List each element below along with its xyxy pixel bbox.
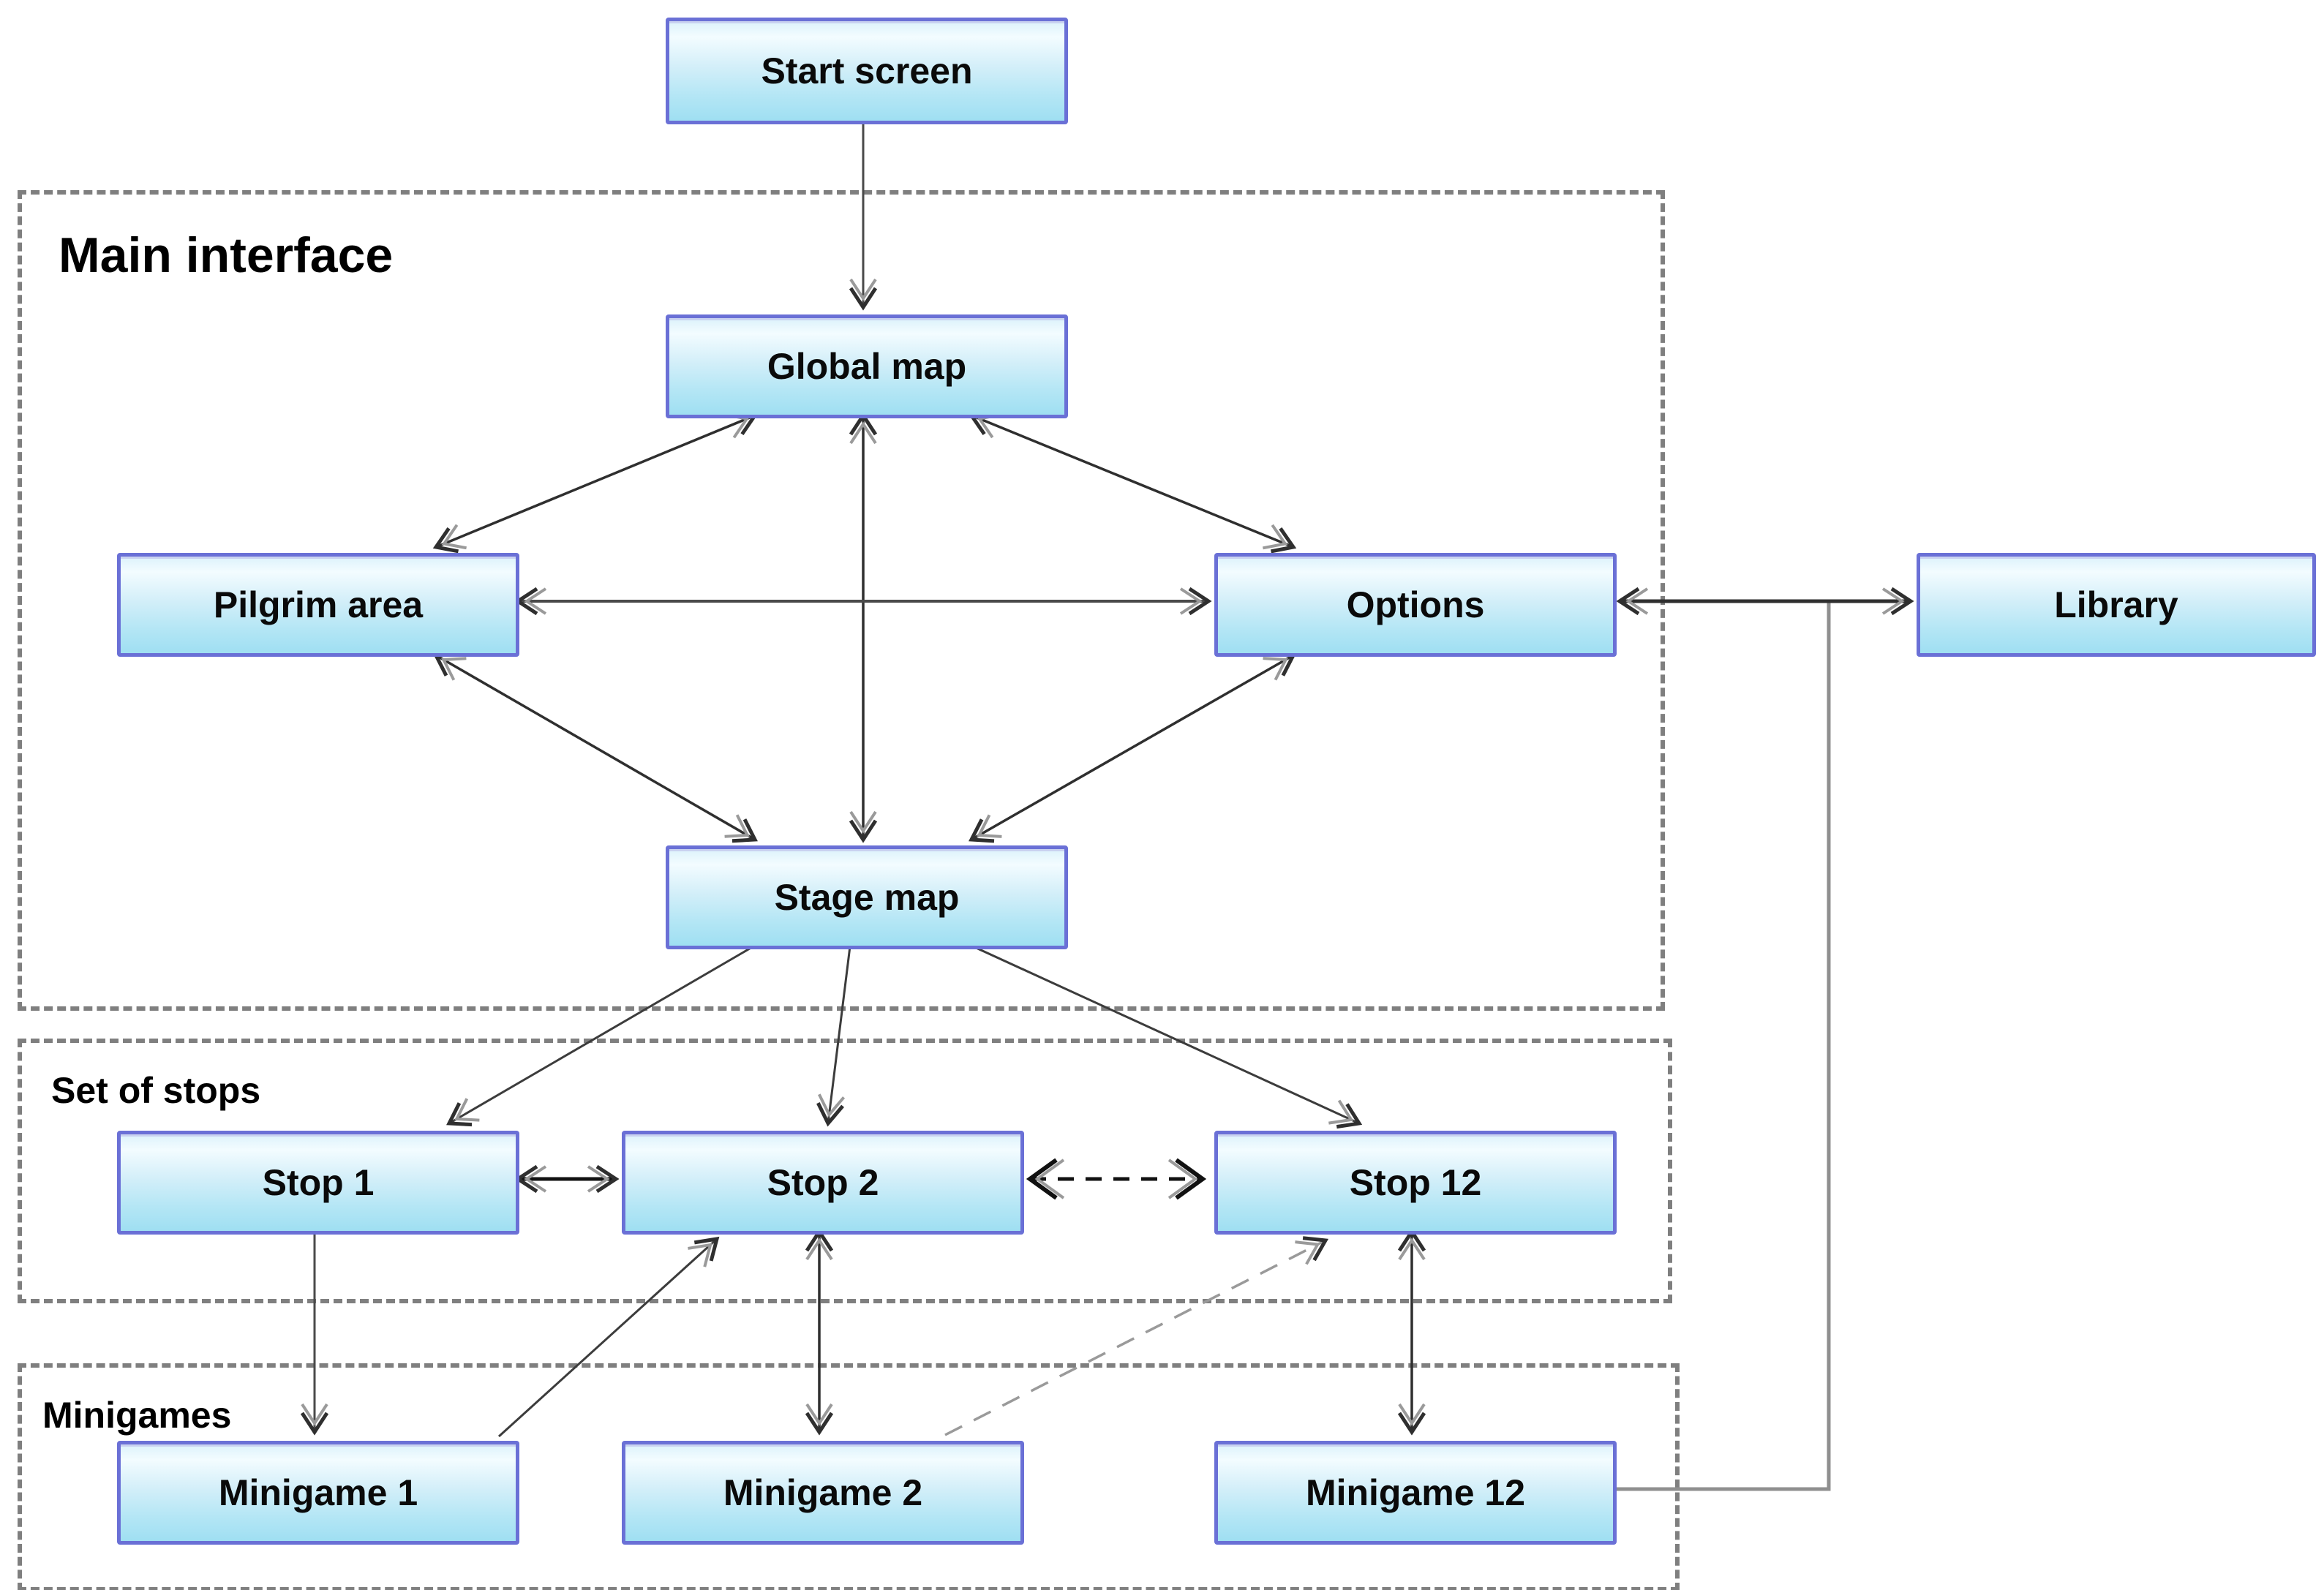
node-stage-map-label: Stage map bbox=[774, 877, 960, 918]
node-pilgrim-area: Pilgrim area bbox=[117, 553, 519, 657]
node-stop-2: Stop 2 bbox=[622, 1131, 1024, 1235]
node-global-map: Global map bbox=[666, 314, 1068, 418]
node-minigame-1: Minigame 1 bbox=[117, 1441, 519, 1545]
container-set-of-stops: Set of stops bbox=[18, 1039, 1672, 1303]
node-library-label: Library bbox=[2054, 584, 2178, 625]
edge-stage-map-to-stop-2 bbox=[816, 946, 851, 1127]
container-minigames: Minigames bbox=[18, 1363, 1680, 1590]
edge-stage-map-to-stop-12 bbox=[972, 945, 1363, 1129]
node-pilgrim-area-label: Pilgrim area bbox=[213, 584, 424, 625]
node-start-screen-label: Start screen bbox=[761, 50, 973, 91]
node-stage-map: Stage map bbox=[666, 845, 1068, 949]
container-minigames-label: Minigames bbox=[42, 1395, 232, 1436]
edge-minigame-1-to-stop-2 bbox=[497, 1236, 720, 1438]
node-stop-12: Stop 12 bbox=[1214, 1131, 1617, 1235]
edge-options-stage-map bbox=[969, 652, 1296, 843]
node-stop-1-label: Stop 1 bbox=[262, 1162, 375, 1203]
edge-minigame-2-to-stop-12-dashed bbox=[944, 1236, 1329, 1436]
node-global-map-label: Global map bbox=[767, 346, 967, 387]
node-options-label: Options bbox=[1346, 584, 1485, 625]
node-minigame-12-label: Minigame 12 bbox=[1305, 1472, 1526, 1513]
node-stop-12-label: Stop 12 bbox=[1349, 1162, 1482, 1203]
node-minigame-1-label: Minigame 1 bbox=[218, 1472, 418, 1513]
node-stop-2-label: Stop 2 bbox=[767, 1162, 879, 1203]
node-minigame-2: Minigame 2 bbox=[622, 1441, 1024, 1545]
edge-pilgrim-area-stage-map bbox=[433, 652, 758, 843]
node-minigame-12: Minigame 12 bbox=[1214, 1441, 1617, 1545]
edge-minigame-12-to-library-arrow bbox=[1612, 601, 1831, 1491]
container-set-of-stops-label: Set of stops bbox=[51, 1070, 261, 1111]
node-library: Library bbox=[1917, 553, 2316, 657]
node-start-screen: Start screen bbox=[666, 18, 1068, 124]
container-main-interface-label: Main interface bbox=[59, 227, 394, 283]
edge-global-map-pilgrim-area bbox=[432, 409, 759, 554]
edge-stage-map-to-stop-1 bbox=[446, 945, 754, 1127]
node-minigame-2-label: Minigame 2 bbox=[723, 1472, 923, 1513]
node-options: Options bbox=[1214, 553, 1617, 657]
node-stop-1: Stop 1 bbox=[117, 1131, 519, 1235]
edge-global-map-options bbox=[968, 409, 1297, 554]
